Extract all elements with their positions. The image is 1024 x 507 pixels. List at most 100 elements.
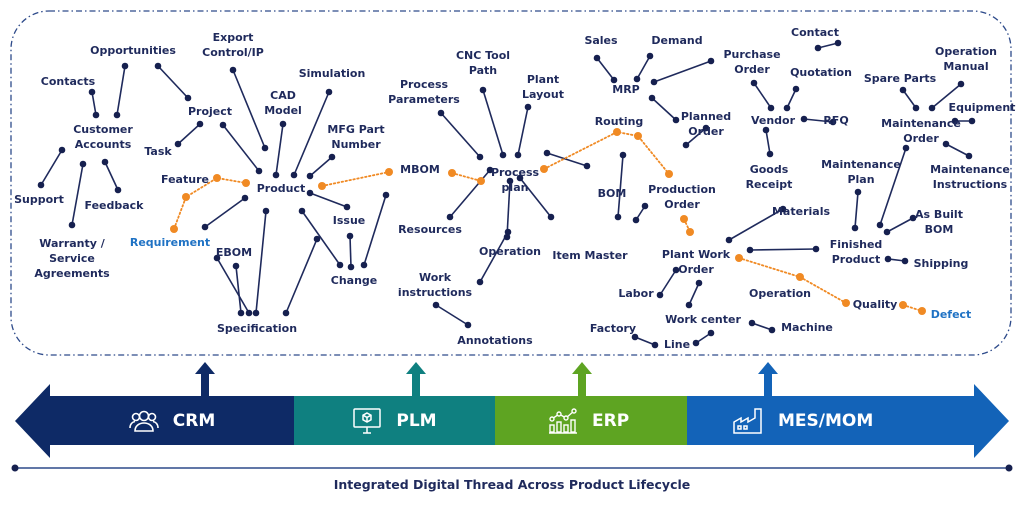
node-change: Change <box>330 274 378 287</box>
node-label-line: BOM <box>924 223 954 236</box>
factory-icon <box>732 407 764 435</box>
edge <box>104 161 119 191</box>
edge-dot <box>68 221 76 229</box>
edge-dot <box>290 171 298 179</box>
analytics-chart-icon <box>548 407 578 434</box>
edge-dot <box>902 144 910 152</box>
edge-dot <box>633 75 641 83</box>
edge-dot <box>800 115 808 123</box>
edge-dot <box>968 117 976 125</box>
highlight-dot <box>686 228 694 236</box>
edge <box>945 143 970 157</box>
node-label-line: Order <box>678 263 714 276</box>
edge <box>931 83 962 109</box>
edge-dot <box>360 261 368 269</box>
edge <box>216 257 250 314</box>
node-label-line: Maintenance <box>881 117 961 130</box>
edge-dot <box>748 319 756 327</box>
edge-dot <box>899 86 907 94</box>
node-factory: Factory <box>589 322 637 335</box>
edge-dot <box>92 111 100 119</box>
edge-dot <box>648 94 656 102</box>
edge-dot <box>814 44 822 52</box>
edge-dot <box>237 309 245 317</box>
edge-dot <box>702 124 710 132</box>
edge-dot <box>524 103 532 111</box>
edge-dot <box>854 188 862 196</box>
edge-dot <box>746 246 754 254</box>
node-label-line: Order <box>688 125 724 138</box>
edge-dot <box>336 261 344 269</box>
mes-band[interactable]: MES/MOM <box>687 396 974 445</box>
edge <box>634 336 656 346</box>
erp-up-arrow <box>572 362 592 396</box>
edge-dot <box>685 301 693 309</box>
edge-dot <box>486 166 494 174</box>
node-annotations: Annotations <box>457 334 533 347</box>
edge-dot <box>583 162 591 170</box>
users-icon <box>128 409 159 433</box>
edge <box>204 197 246 228</box>
edge <box>301 210 341 266</box>
node-label-line: Control/IP <box>202 46 264 59</box>
edge <box>596 57 615 81</box>
highlight-dot <box>385 168 393 176</box>
highlight-dot <box>680 215 688 223</box>
edge <box>435 304 469 326</box>
node-label-line: instructions <box>397 286 473 299</box>
edge <box>116 65 126 116</box>
edge-dot <box>219 121 227 129</box>
node-demand: Demand <box>651 34 703 47</box>
edge-dot <box>113 111 121 119</box>
edge <box>749 248 817 251</box>
edge <box>854 191 859 229</box>
edge-dot <box>272 171 280 179</box>
node-contacts: Contacts <box>40 75 96 88</box>
edge-dot <box>619 151 627 159</box>
edge-dot <box>656 291 664 299</box>
node-routing: Routing <box>594 115 644 128</box>
edge-dot <box>614 213 622 221</box>
edge-dot <box>646 52 654 60</box>
edge-dot <box>672 116 680 124</box>
edge-dot <box>707 329 715 337</box>
edge-dot <box>306 172 314 180</box>
highlight-dot <box>448 169 456 177</box>
edge-dot <box>767 104 775 112</box>
edge-dot <box>965 152 973 160</box>
plm-band[interactable]: PLM <box>294 396 495 445</box>
node-label-line: MFG Part <box>327 123 385 136</box>
node-label-line: Order <box>734 63 770 76</box>
node-mbom: MBOM <box>400 163 440 176</box>
erp-band[interactable]: ERP <box>495 396 687 445</box>
node-mrp: MRP <box>612 83 640 96</box>
node-resources: Resources <box>398 223 462 236</box>
node-simulation: Simulation <box>298 67 366 80</box>
edges <box>40 42 972 346</box>
node-opportunities: Opportunities <box>90 44 176 57</box>
edge-dot <box>101 158 109 166</box>
highlight-dot <box>899 301 907 309</box>
highlight-dot <box>613 128 621 136</box>
crm-band[interactable]: CRM <box>50 396 294 445</box>
node-label-line: Product <box>831 253 881 266</box>
edge <box>293 91 330 176</box>
erp-band-shape <box>495 396 687 445</box>
edge-dot <box>279 120 287 128</box>
node-label-line: Number <box>331 138 381 151</box>
edge-dot <box>928 104 936 112</box>
highlight-dot <box>842 299 850 307</box>
edge <box>255 210 267 314</box>
edge <box>617 154 624 218</box>
node-label-line: Process <box>399 78 449 91</box>
highlight-dot <box>182 193 190 201</box>
edge <box>751 322 773 331</box>
edge-dot <box>476 153 484 161</box>
edge <box>309 192 348 208</box>
